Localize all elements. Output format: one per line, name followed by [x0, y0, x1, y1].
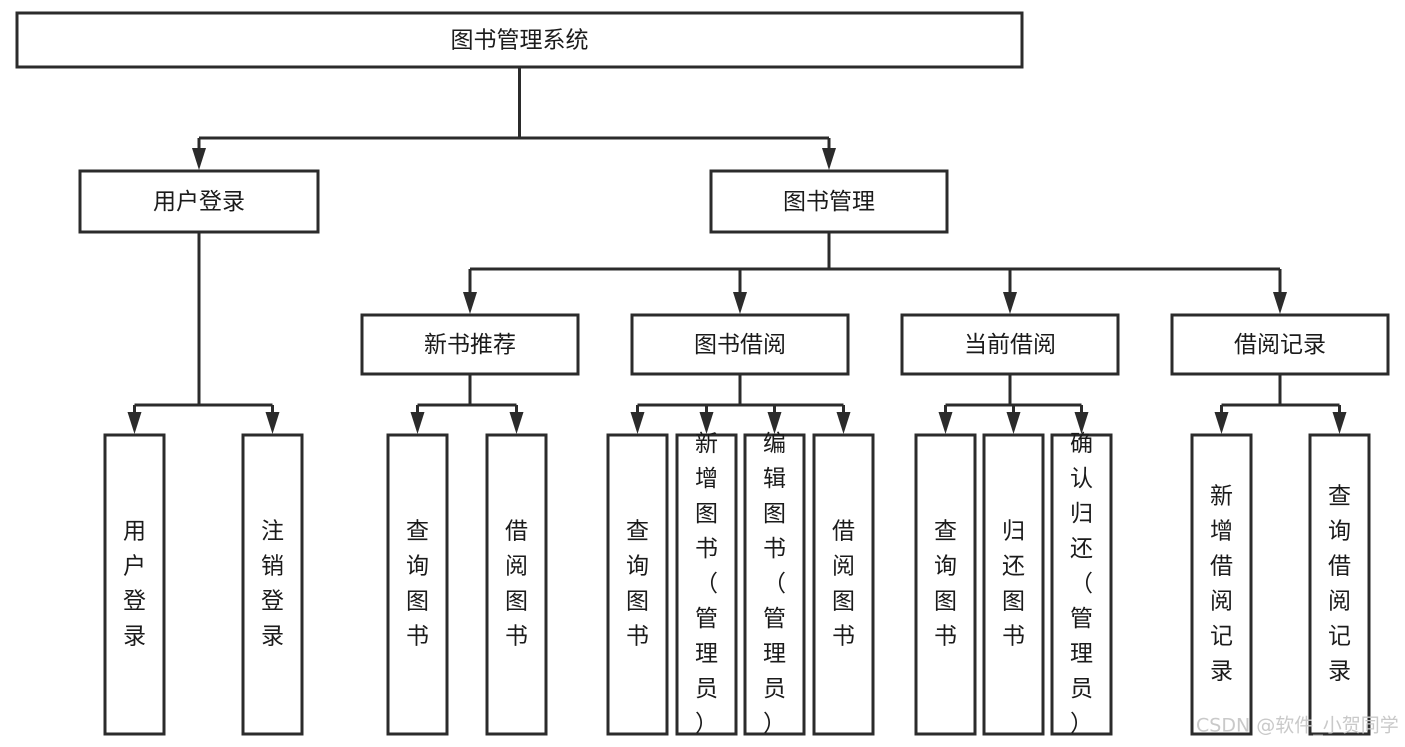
node-new-book-rec[interactable]: 新书推荐 [360, 313, 580, 376]
connector-group-book-manage [463, 232, 1287, 314]
arrow-head-icon [822, 148, 836, 170]
node-borrow-record[interactable]: 借阅记录 [1170, 313, 1390, 376]
node-leaf-add-record[interactable]: 新增借阅记录 [1190, 433, 1253, 736]
node-box-leaf-user-login[interactable] [103, 433, 166, 736]
arrow-head-icon [463, 292, 477, 314]
watermark-layer: CSDN @软件_小贺同学 [1196, 715, 1399, 737]
watermark-label: CSDN @软件_小贺同学 [1196, 715, 1399, 737]
node-label-leaf-user-login: 用户登录 [123, 519, 146, 650]
node-box-leaf-return-book[interactable] [982, 433, 1045, 736]
arrow-head-icon [938, 412, 953, 434]
connector-group-new-book-rec [410, 374, 524, 434]
node-box-root[interactable] [15, 11, 1024, 69]
arrow-head-icon [836, 412, 851, 434]
node-leaf-query-book-3[interactable]: 查询图书 [914, 433, 977, 736]
arrow-head-icon [192, 148, 206, 170]
node-box-new-book-rec[interactable] [360, 313, 580, 376]
node-label-leaf-add-record: 新增借阅记录 [1210, 484, 1233, 685]
connector-group-user-login [127, 232, 280, 434]
node-user-login[interactable]: 用户登录 [78, 169, 320, 234]
node-label-borrow-record: 借阅记录 [1234, 332, 1326, 358]
node-leaf-confirm-return[interactable]: 确认归还（管理员） [1050, 431, 1113, 737]
arrow-head-icon [127, 412, 142, 434]
node-box-leaf-logout[interactable] [241, 433, 304, 736]
node-box-leaf-add-book[interactable] [675, 433, 738, 736]
connector-group-root [192, 67, 836, 170]
arrow-head-icon [699, 412, 714, 434]
node-box-book-manage[interactable] [709, 169, 949, 234]
arrow-head-icon [1003, 292, 1017, 314]
node-root[interactable]: 图书管理系统 [15, 11, 1024, 69]
node-box-leaf-confirm-return[interactable] [1050, 433, 1113, 736]
arrow-head-icon [630, 412, 645, 434]
connector-group-borrow-record [1214, 374, 1347, 434]
node-box-leaf-query-book-3[interactable] [914, 433, 977, 736]
node-leaf-borrow-book-1[interactable]: 借阅图书 [485, 433, 548, 736]
node-book-borrow[interactable]: 图书借阅 [630, 313, 850, 376]
node-label-leaf-query-book-2: 查询图书 [626, 519, 649, 650]
node-current-borrow[interactable]: 当前借阅 [900, 313, 1120, 376]
node-box-leaf-borrow-book-1[interactable] [485, 433, 548, 736]
node-box-leaf-query-book-1[interactable] [386, 433, 449, 736]
arrow-head-icon [1214, 412, 1229, 434]
arrow-head-icon [733, 292, 747, 314]
node-label-leaf-query-record: 查询借阅记录 [1328, 484, 1351, 685]
arrow-head-icon [1332, 412, 1347, 434]
node-leaf-query-record[interactable]: 查询借阅记录 [1308, 433, 1371, 736]
node-box-leaf-query-record[interactable] [1308, 433, 1371, 736]
node-leaf-borrow-book-2[interactable]: 借阅图书 [812, 433, 875, 736]
node-box-leaf-add-record[interactable] [1190, 433, 1253, 736]
node-label-leaf-query-book-1: 查询图书 [406, 519, 429, 650]
connector-group-current-borrow [938, 374, 1089, 434]
node-book-manage[interactable]: 图书管理 [709, 169, 949, 234]
node-label-leaf-borrow-book-2: 借阅图书 [832, 519, 855, 650]
connector-group-book-borrow [630, 374, 851, 434]
node-label-leaf-add-book: 新增图书（管理员） [695, 431, 718, 737]
node-box-leaf-query-book-2[interactable] [606, 433, 669, 736]
node-box-leaf-edit-book[interactable] [743, 433, 806, 736]
node-leaf-add-book[interactable]: 新增图书（管理员） [675, 431, 738, 737]
arrow-head-icon [509, 412, 524, 434]
node-label-leaf-query-book-3: 查询图书 [934, 519, 957, 650]
node-leaf-edit-book[interactable]: 编辑图书（管理员） [743, 431, 806, 737]
node-label-current-borrow: 当前借阅 [964, 332, 1056, 358]
node-label-root: 图书管理系统 [451, 28, 589, 54]
node-leaf-query-book-1[interactable]: 查询图书 [386, 433, 449, 736]
node-box-borrow-record[interactable] [1170, 313, 1390, 376]
connector-layer [127, 67, 1347, 434]
arrow-head-icon [410, 412, 425, 434]
node-label-leaf-logout: 注销登录 [261, 519, 284, 650]
node-label-book-borrow: 图书借阅 [694, 332, 786, 358]
node-label-book-manage: 图书管理 [783, 189, 875, 215]
node-box-book-borrow[interactable] [630, 313, 850, 376]
node-box-user-login[interactable] [78, 169, 320, 234]
node-leaf-user-login[interactable]: 用户登录 [103, 433, 166, 736]
arrow-head-icon [1074, 412, 1089, 434]
node-label-leaf-return-book: 归还图书 [1002, 519, 1025, 650]
node-label-leaf-edit-book: 编辑图书（管理员） [763, 431, 786, 737]
node-box-leaf-borrow-book-2[interactable] [812, 433, 875, 736]
arrow-head-icon [767, 412, 782, 434]
node-leaf-return-book[interactable]: 归还图书 [982, 433, 1045, 736]
arrow-head-icon [265, 412, 280, 434]
node-label-new-book-rec: 新书推荐 [424, 332, 516, 358]
node-box-current-borrow[interactable] [900, 313, 1120, 376]
node-layer: 图书管理系统用户登录图书管理新书推荐图书借阅当前借阅借阅记录用户登录注销登录查询… [15, 11, 1390, 737]
node-leaf-logout[interactable]: 注销登录 [241, 433, 304, 736]
node-label-leaf-confirm-return: 确认归还（管理员） [1070, 431, 1093, 737]
arrow-head-icon [1006, 412, 1021, 434]
node-label-leaf-borrow-book-1: 借阅图书 [505, 519, 528, 650]
node-label-user-login: 用户登录 [153, 189, 245, 215]
node-leaf-query-book-2[interactable]: 查询图书 [606, 433, 669, 736]
arrow-head-icon [1273, 292, 1287, 314]
